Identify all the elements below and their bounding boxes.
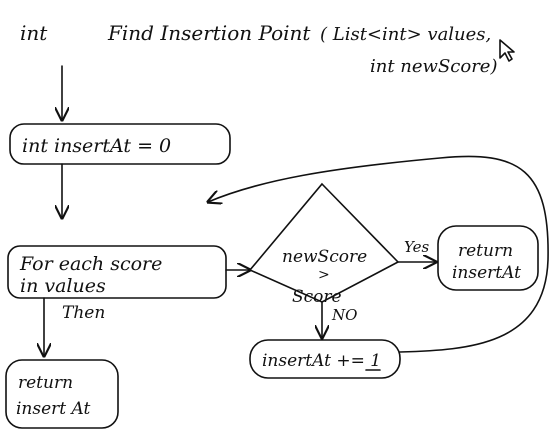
node-decision-line2: > bbox=[318, 267, 330, 283]
node-decision bbox=[248, 182, 400, 303]
edge-increment-loop-back bbox=[208, 155, 549, 353]
signature-params-line1: ( List<int> values, bbox=[320, 24, 491, 45]
edge-then-label: Then bbox=[62, 303, 105, 323]
signature-function-name: Find Insertion Point bbox=[107, 21, 311, 45]
node-init bbox=[9, 123, 231, 165]
node-return-found-line1: return bbox=[458, 241, 513, 261]
node-return-found bbox=[437, 225, 539, 291]
mouse-pointer-icon bbox=[499, 39, 515, 62]
node-for-each-loop-line1: For each score bbox=[19, 253, 162, 275]
edge-yes-label: Yes bbox=[404, 238, 429, 256]
node-return-end-line2: insert At bbox=[16, 399, 91, 419]
node-decision-line1: newScore bbox=[282, 247, 367, 267]
node-return-end-line1: return bbox=[18, 373, 73, 393]
edge-no-label: NO bbox=[331, 306, 357, 324]
signature-params-line2: int newScore) bbox=[370, 56, 498, 77]
node-for-each-loop-line2: in values bbox=[20, 275, 106, 297]
node-init-label: int insertAt = 0 bbox=[22, 135, 171, 157]
node-increment bbox=[249, 339, 401, 379]
node-return-end bbox=[5, 359, 119, 429]
node-decision-line3: Score bbox=[292, 287, 342, 307]
node-increment-label: insertAt += 1 bbox=[262, 351, 381, 371]
signature-return-type: int bbox=[20, 21, 48, 45]
node-for-each-loop bbox=[7, 245, 227, 299]
node-return-found-line2: insertAt bbox=[452, 263, 521, 283]
